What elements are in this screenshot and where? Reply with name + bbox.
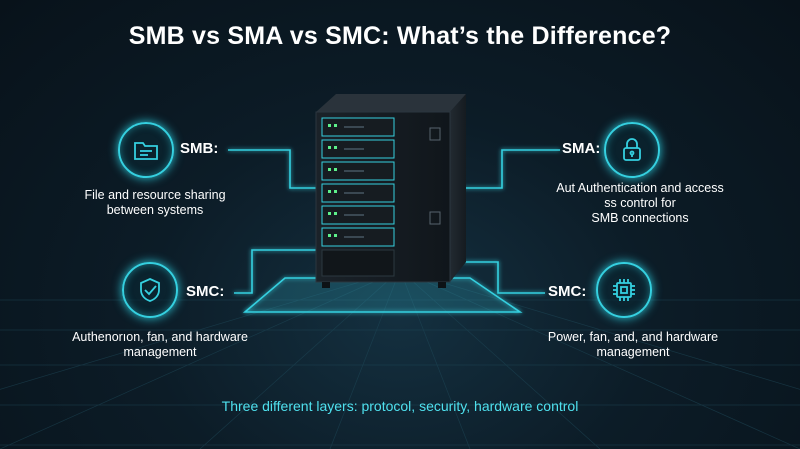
sma-label: SMA: bbox=[562, 140, 601, 157]
smc-right-icon-badge bbox=[596, 262, 652, 318]
sma-icon-badge bbox=[604, 122, 660, 178]
sma-desc-line-3: SMB connections bbox=[591, 211, 689, 225]
sma-desc-line-1: Aut Authentication and access bbox=[556, 181, 724, 195]
connector-smc-left bbox=[234, 249, 318, 294]
smc-left-description: Authenorıon, fan, and hardware managemen… bbox=[60, 330, 260, 360]
sma-desc-line-2: ss control for bbox=[604, 196, 676, 210]
server-leds bbox=[328, 124, 364, 238]
connector-smb bbox=[228, 149, 338, 189]
smc-right-desc-line-1: Power, fan, and, and hardware bbox=[547, 330, 719, 344]
folder-icon bbox=[134, 142, 158, 160]
chip-icon bbox=[613, 279, 635, 301]
connector-smc-right bbox=[440, 261, 545, 294]
connector-sma bbox=[432, 149, 560, 189]
page-title: SMB vs SMA vs SMC: What’s the Difference… bbox=[128, 22, 672, 50]
server-rack bbox=[315, 94, 466, 288]
smb-desc-line-1: File and resource sharing bbox=[84, 188, 226, 202]
smb-icon-badge bbox=[118, 122, 174, 178]
smb-desc-line-2: between systems bbox=[106, 203, 204, 217]
smc-right-description: Power, fan, and, and hardware management bbox=[528, 330, 738, 360]
floor-plate bbox=[242, 277, 523, 313]
smc-left-desc-line-2: management bbox=[123, 345, 197, 359]
smb-label: SMB: bbox=[180, 140, 219, 157]
lock-icon bbox=[623, 138, 641, 161]
footer-caption: Three different layers: protocol, securi… bbox=[221, 398, 579, 414]
server-blades bbox=[321, 117, 395, 277]
sma-description: Aut Authentication and access ss control… bbox=[540, 181, 740, 226]
smc-left-desc-line-1: Authenorıon, fan, and hardware bbox=[72, 330, 248, 344]
smc-left-icon-badge bbox=[122, 262, 178, 318]
smc-right-desc-line-2: management bbox=[596, 345, 670, 359]
connector-lines bbox=[228, 149, 560, 294]
smc-left-label: SMC: bbox=[186, 283, 225, 300]
smc-right-label: SMC: bbox=[548, 283, 587, 300]
shield-check-icon bbox=[140, 278, 160, 302]
smb-description: File and resource sharing between system… bbox=[60, 188, 250, 218]
